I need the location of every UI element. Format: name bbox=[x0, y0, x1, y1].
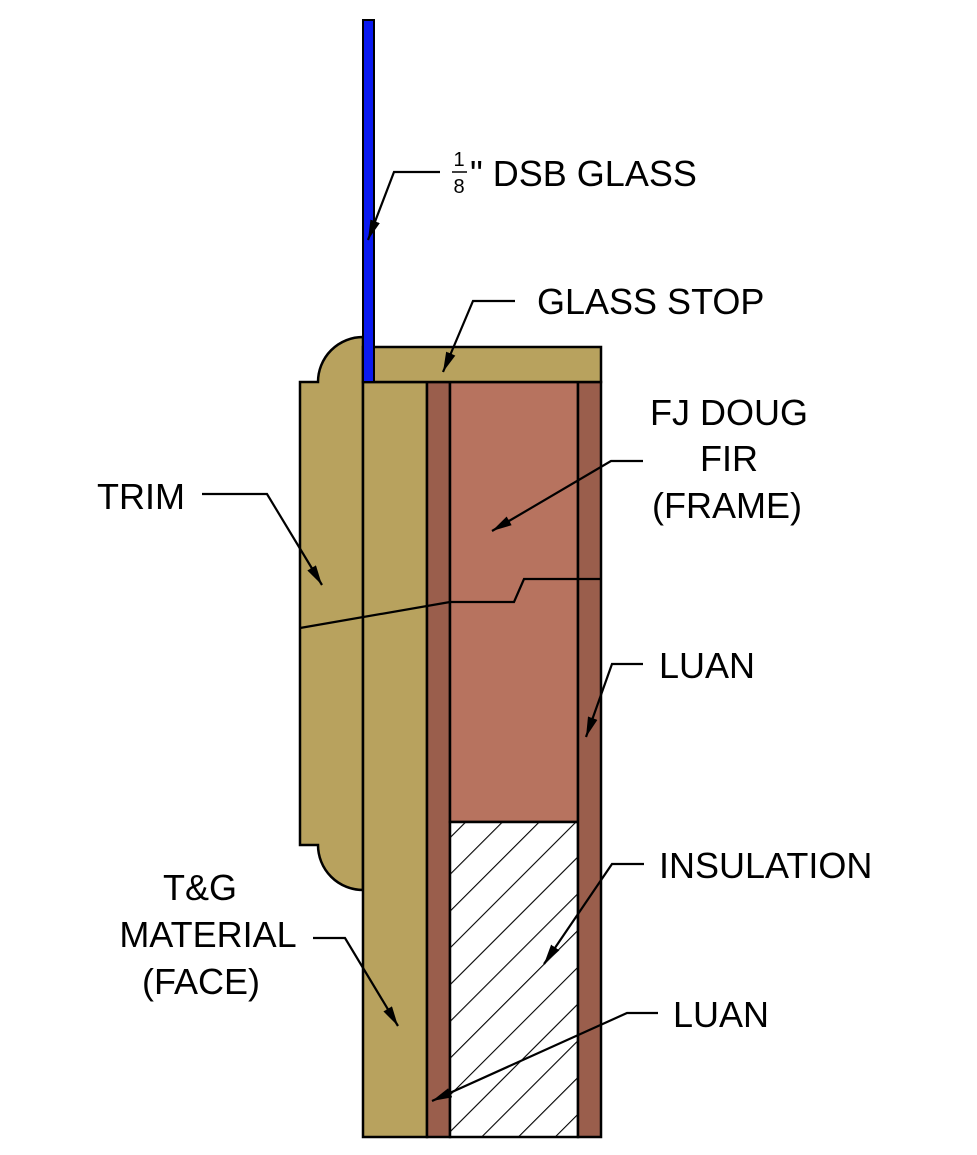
insulation-hatch bbox=[448, 820, 580, 1139]
glass-stop bbox=[361, 345, 603, 384]
leader-luan-top bbox=[584, 662, 643, 738]
leader-frame bbox=[491, 459, 643, 532]
label-glass: 1 8 " DSB GLASS bbox=[452, 149, 697, 198]
glass-fraction-numerator: 1 bbox=[453, 149, 464, 171]
label-glass-stop: GLASS STOP bbox=[537, 281, 764, 322]
frame-label-line1: FJ DOUG bbox=[650, 392, 808, 433]
frame-label-line3: (FRAME) bbox=[652, 485, 802, 526]
trim-moulding bbox=[298, 335, 365, 892]
label-frame: FJ DOUG FIR (FRAME) bbox=[650, 392, 808, 526]
face-label-line1: T&G bbox=[163, 867, 237, 908]
leader-glass bbox=[366, 170, 440, 241]
frame-label-line2: FIR bbox=[700, 438, 758, 479]
leader-face bbox=[313, 936, 399, 1027]
label-trim: TRIM bbox=[97, 476, 185, 517]
label-luan-top: LUAN bbox=[659, 645, 755, 686]
luan-left-strip bbox=[425, 380, 452, 1139]
leader-trim bbox=[202, 492, 323, 586]
face-label-line2: MATERIAL bbox=[119, 914, 296, 955]
luan-right-strip bbox=[576, 380, 603, 1139]
label-face: T&G MATERIAL (FACE) bbox=[119, 867, 296, 1002]
glass-label-text: " DSB GLASS bbox=[470, 153, 697, 194]
label-luan-bottom: LUAN bbox=[673, 994, 769, 1035]
glass-fraction-denominator: 8 bbox=[453, 176, 464, 198]
leader-glass-stop bbox=[441, 299, 515, 373]
face-label-line3: (FACE) bbox=[142, 961, 260, 1002]
leader-insulation bbox=[543, 862, 644, 965]
tg-face-board bbox=[361, 380, 429, 1139]
break-line bbox=[299, 577, 601, 630]
leader-luan-bottom bbox=[431, 1011, 658, 1103]
label-insulation: INSULATION bbox=[659, 845, 872, 886]
glass-pane bbox=[362, 19, 375, 383]
